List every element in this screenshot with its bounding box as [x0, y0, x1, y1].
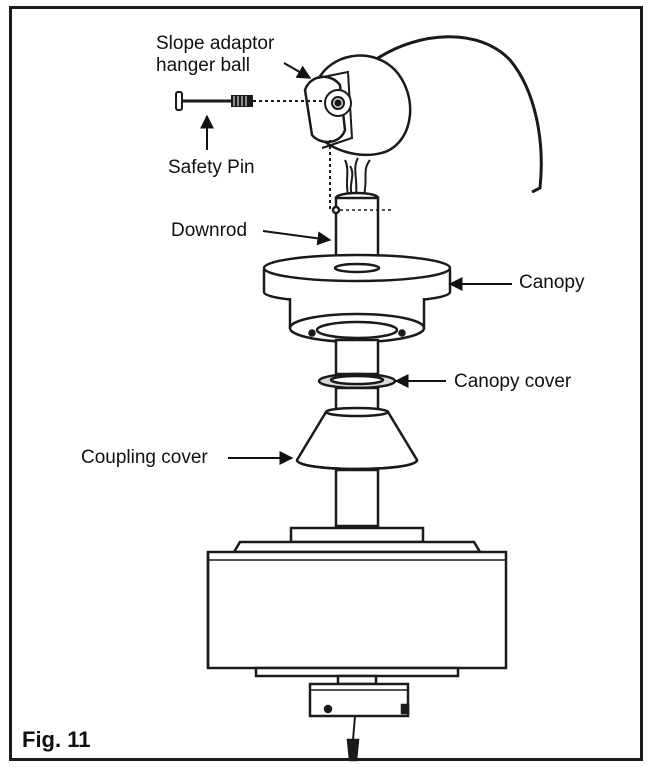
wires [344, 157, 371, 196]
switch-housing [308, 674, 410, 762]
canopy [262, 253, 452, 344]
figure-frame [9, 6, 643, 761]
downrod-label: Downrod [171, 220, 248, 241]
downrod [331, 191, 392, 258]
safety-pin [175, 91, 323, 111]
safety-pin-label: Safety Pin [168, 157, 255, 178]
coupling-cover [295, 406, 419, 471]
slope-adaptor-label: Slope adaptor [156, 33, 275, 54]
canopy-label: Canopy [519, 272, 585, 293]
figure-caption: Fig. 11 [22, 727, 91, 752]
slope-adaptor-bracket [303, 35, 543, 194]
downrod-arrow [262, 230, 332, 246]
hanger-ball-label: hanger ball [156, 55, 251, 76]
motor-housing [206, 526, 508, 678]
downrod-middle [334, 338, 380, 376]
canopy-cover-label: Canopy cover [454, 371, 572, 392]
hanger-ball [324, 89, 352, 117]
label-arrows [200, 62, 512, 465]
slope-adaptor-arrow [283, 62, 312, 79]
canopy-cover [317, 372, 397, 390]
downrod-bottom [334, 468, 380, 528]
coupling-cover-label: Coupling cover [81, 447, 208, 468]
